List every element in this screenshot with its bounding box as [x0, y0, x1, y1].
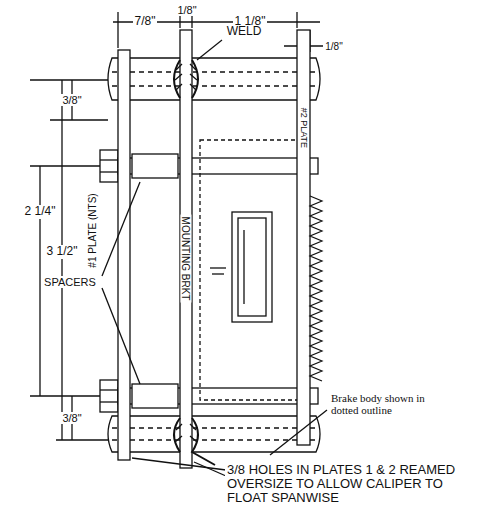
drawing-note: 3/8 HOLES IN PLATES 1 & 2 REAMED OVERSIZ… [225, 463, 465, 506]
dimension: 3 1/2" [45, 245, 80, 258]
part-label: #1 PLATE (NTS) [87, 191, 98, 269]
dimension: 3/8" [60, 412, 83, 424]
weld-note: WELD [225, 25, 264, 38]
part-label: MOUNTING BRKT [180, 214, 191, 302]
part-label: #2 PLATE [298, 106, 308, 150]
part-label: SPACERS [42, 276, 98, 288]
brake-serrations [310, 196, 322, 381]
dimension: 3/8" [60, 94, 83, 106]
dimension: 1/8" [175, 4, 198, 16]
dimension: 7/8" [133, 15, 158, 28]
dimension: 2 1/4" [23, 205, 58, 218]
drawing-note: Brake body shown in dotted outline [329, 392, 443, 416]
dimension: 1/8" [323, 41, 344, 52]
